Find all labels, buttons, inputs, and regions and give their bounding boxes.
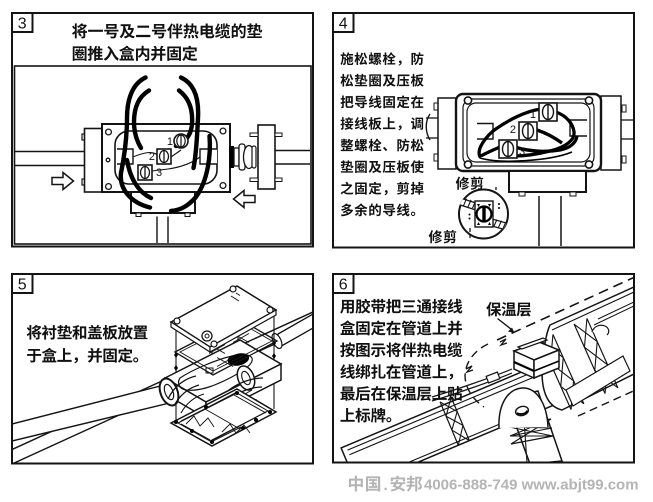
svg-text:1: 1 (530, 109, 536, 121)
svg-text:2: 2 (510, 124, 516, 136)
svg-text:1: 1 (167, 136, 173, 148)
svg-text:3: 3 (18, 16, 27, 33)
svg-text:3: 3 (156, 167, 162, 179)
svg-text:3: 3 (519, 146, 525, 158)
svg-text:6: 6 (339, 277, 348, 294)
svg-text:.: . (384, 477, 388, 494)
svg-text:2: 2 (149, 151, 155, 163)
svg-text:5: 5 (18, 277, 27, 294)
svg-text:4006-888-749 www.abjt99.com: 4006-888-749 www.abjt99.com (424, 477, 639, 494)
svg-text:4: 4 (339, 16, 348, 33)
